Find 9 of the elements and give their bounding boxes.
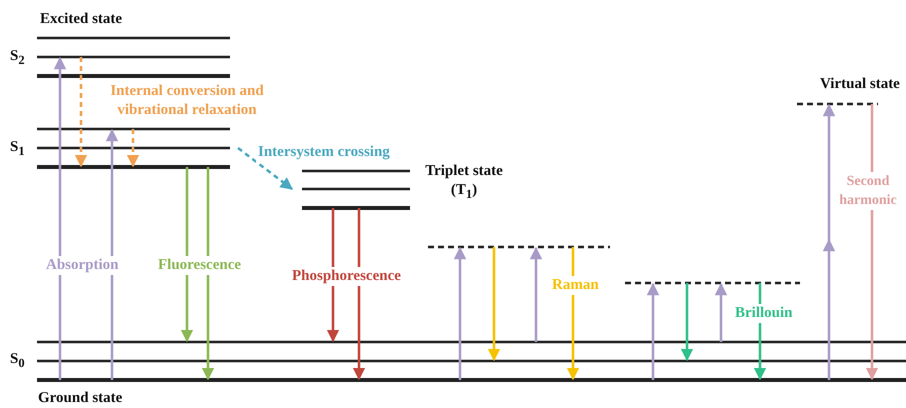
process-label: Brillouin [733, 304, 795, 323]
process-label: Intersystem crossing [256, 143, 392, 162]
process-label: Fluorescence [156, 256, 244, 275]
level-heading: Virtual state [819, 75, 901, 94]
level-heading: Ground state [37, 389, 124, 408]
process-label: Absorption [44, 256, 121, 275]
process-label: Phosphorescence [290, 267, 403, 286]
process-label: Raman [550, 276, 601, 295]
level-heading: Excited state [39, 10, 124, 29]
